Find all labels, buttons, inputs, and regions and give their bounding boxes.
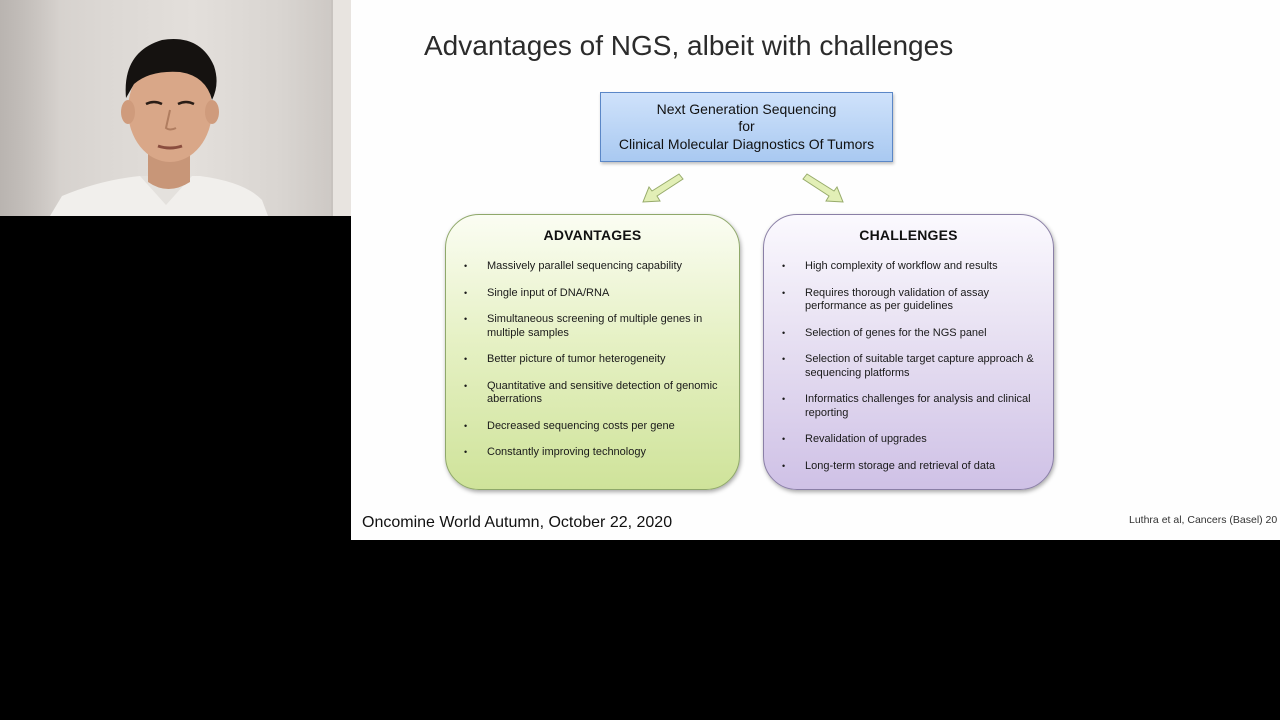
- advantages-item: • Massively parallel sequencing capabilit…: [464, 260, 727, 274]
- challenges-item-text: High complexity of workflow and results: [805, 260, 998, 272]
- citation-footer: Luthra et al, Cancers (Basel) 20: [1129, 514, 1278, 526]
- advantages-panel: ADVANTAGES • Massively parallel sequencin…: [445, 214, 740, 490]
- slide-title: Advantages of NGS, albeit with challenge…: [424, 30, 954, 61]
- bullet-icon: •: [782, 434, 786, 444]
- advantages-item-text: Constantly improving technology: [487, 446, 646, 458]
- background-door: [331, 0, 351, 216]
- challenges-list: • High complexity of workflow and results…: [782, 260, 1041, 486]
- bullet-icon: •: [464, 354, 468, 364]
- challenges-item-text: Requires thorough validation of assay pe…: [805, 286, 990, 313]
- presenter-figure: [50, 39, 268, 216]
- advantages-item-text: Quantitative and sensitive detection of …: [487, 379, 718, 406]
- challenges-item: • High complexity of workflow and results: [782, 260, 1041, 274]
- advantages-item: • Single input of DNA/RNA: [464, 287, 727, 301]
- ngs-heading-line-2: for: [738, 118, 755, 135]
- advantages-list: • Massively parallel sequencing capabilit…: [464, 260, 727, 473]
- advantages-item-text: Better picture of tumor heterogeneity: [487, 353, 666, 365]
- advantages-item: • Quantitative and sensitive detection of…: [464, 380, 727, 407]
- challenges-item: • Selection of genes for the NGS panel: [782, 327, 1041, 341]
- bullet-icon: •: [464, 261, 468, 271]
- advantages-heading: ADVANTAGES: [543, 227, 642, 243]
- bullet-icon: •: [464, 287, 468, 298]
- bullet-icon: •: [464, 420, 468, 431]
- advantages-item-text: Single input of DNA/RNA: [487, 286, 610, 299]
- advantages-item: • Simultaneous screening of multiple gene…: [464, 313, 727, 340]
- advantages-item: • Decreased sequencing costs per gene: [464, 420, 727, 434]
- bullet-icon: •: [782, 287, 786, 298]
- challenges-item: • Revalidation of upgrades: [782, 433, 1041, 447]
- challenges-item: • Requires thorough validation of assay p…: [782, 287, 1041, 314]
- event-footer: Oncomine World Autumn, October 22, 2020: [362, 514, 673, 531]
- bullet-icon: •: [782, 460, 786, 471]
- bullet-icon: •: [464, 380, 468, 391]
- challenges-item: • Selection of suitable target capture ap…: [782, 353, 1041, 380]
- advantages-item: • Better picture of tumor heterogeneity: [464, 353, 727, 367]
- challenges-item: • Informatics challenges for analysis and…: [782, 393, 1041, 420]
- presentation-slide: Advantages of NGS, albeit with challenge…: [351, 0, 1280, 540]
- background-wall-shadow: [0, 0, 60, 216]
- advantages-item-text: Decreased sequencing costs per gene: [487, 419, 675, 432]
- challenges-item-text: Selection of genes for the NGS panel: [805, 326, 987, 339]
- bullet-icon: •: [464, 314, 468, 324]
- ngs-heading-line-1: Next Generation Sequencing: [656, 100, 837, 117]
- ngs-heading-box: Next Generation Sequencing for Clinical …: [600, 92, 893, 162]
- bullet-icon: •: [782, 354, 786, 364]
- advantages-item-text: Simultaneous screening of multiple genes…: [487, 313, 703, 339]
- arrow-to-challenges-icon: [802, 173, 844, 203]
- bullet-icon: •: [782, 261, 786, 271]
- challenges-heading: CHALLENGES: [859, 227, 958, 243]
- challenges-item: • Long-term storage and retrieval of data: [782, 460, 1041, 474]
- challenges-item-text: Revalidation of upgrades: [805, 433, 927, 445]
- arrow-to-advantages-icon: [642, 173, 684, 203]
- bullet-icon: •: [782, 394, 786, 404]
- bullet-icon: •: [782, 327, 786, 338]
- advantages-item-text: Massively parallel sequencing capability: [487, 260, 683, 272]
- advantages-item: • Constantly improving technology: [464, 446, 727, 460]
- webcam-video-tile: [0, 0, 351, 216]
- challenges-item-text: Informatics challenges for analysis and …: [805, 393, 1031, 419]
- challenges-panel: CHALLENGES • High complexity of workflow …: [763, 214, 1054, 490]
- bullet-icon: •: [464, 447, 468, 457]
- ngs-heading-line-3: Clinical Molecular Diagnostics Of Tumors: [618, 135, 875, 152]
- challenges-item-text: Selection of suitable target capture app…: [805, 353, 1034, 379]
- challenges-item-text: Long-term storage and retrieval of data: [805, 459, 996, 472]
